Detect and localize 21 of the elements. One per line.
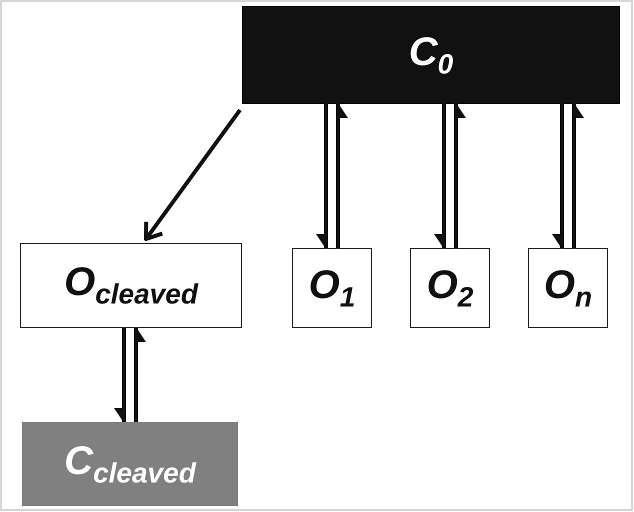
half-arrow xyxy=(434,104,446,249)
state-label: C$_{cleaved}$ xyxy=(64,440,196,488)
half-arrow xyxy=(114,328,126,423)
half-arrow xyxy=(552,104,564,249)
state-box xyxy=(292,248,372,328)
state-label: O$_{n}$ xyxy=(544,264,592,312)
half-arrow xyxy=(134,327,146,422)
half-arrow xyxy=(572,103,584,248)
state-label: O$_{1}$ xyxy=(308,264,356,312)
state-label: O$_{cleaved}$ xyxy=(64,262,198,309)
state-label: O$_{2}$ xyxy=(426,264,474,312)
half-arrow xyxy=(316,104,328,249)
state-box xyxy=(20,243,242,328)
state-box xyxy=(528,248,608,328)
state-box xyxy=(242,6,620,104)
state-box xyxy=(410,248,490,328)
state-label: C$_{0}$ xyxy=(408,32,454,78)
state-box xyxy=(22,422,238,506)
arrow xyxy=(144,108,242,241)
half-arrow xyxy=(336,103,348,248)
half-arrow xyxy=(454,103,466,248)
